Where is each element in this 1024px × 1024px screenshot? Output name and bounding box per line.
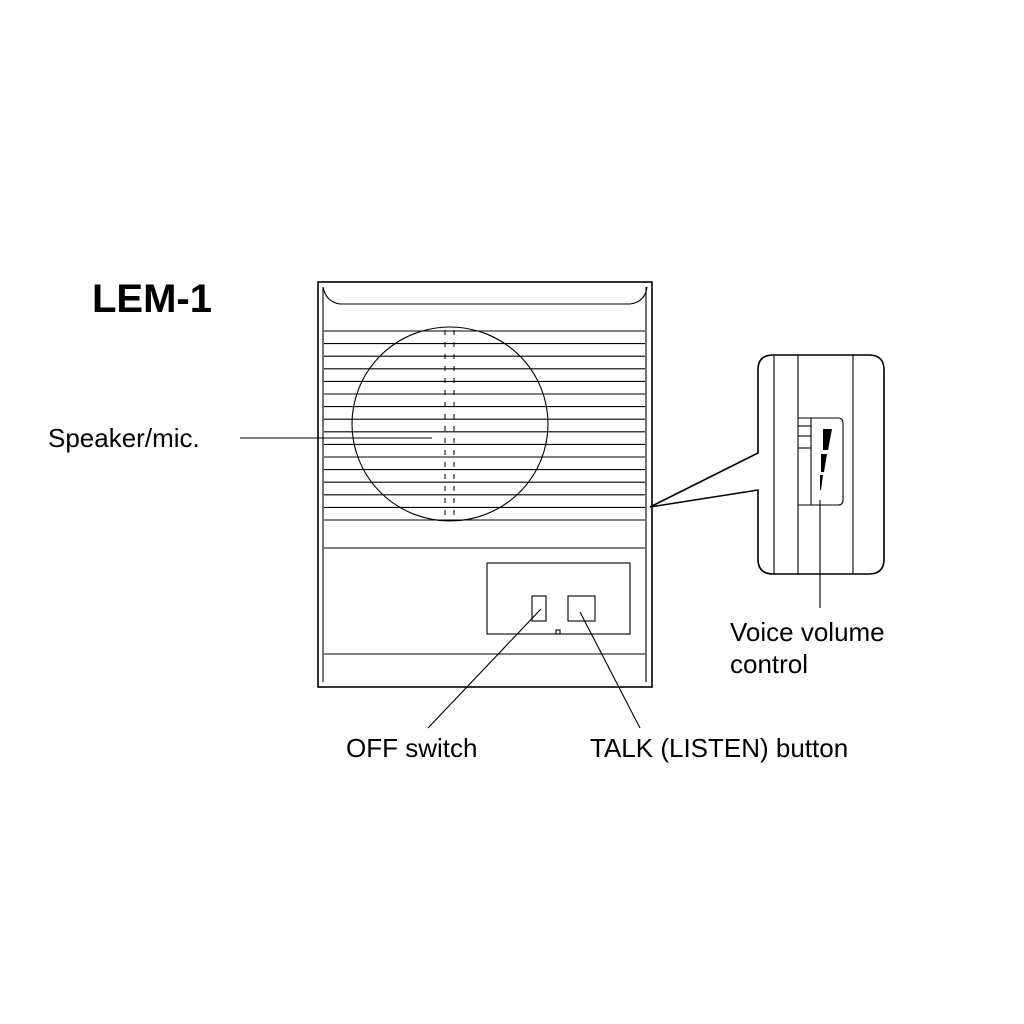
voice-volume-label-line2: control <box>730 649 808 679</box>
off-switch-label: OFF switch <box>346 733 477 763</box>
off-switch[interactable] <box>531 595 547 622</box>
talk-button-label: TALK (LISTEN) button <box>590 733 848 763</box>
volume-callout <box>649 354 885 575</box>
talk-button[interactable] <box>567 595 596 622</box>
volume-level-marks <box>820 429 832 490</box>
speaker-grille <box>324 330 645 521</box>
model-title: LEM-1 <box>92 277 212 321</box>
intercom-device <box>317 281 653 688</box>
speaker-mic-label: Speaker/mic. <box>48 423 200 453</box>
voice-volume-label: Voice volume <box>730 617 885 647</box>
speaker-circle <box>351 326 549 522</box>
leader-lines <box>240 437 821 729</box>
control-panel <box>486 562 631 635</box>
